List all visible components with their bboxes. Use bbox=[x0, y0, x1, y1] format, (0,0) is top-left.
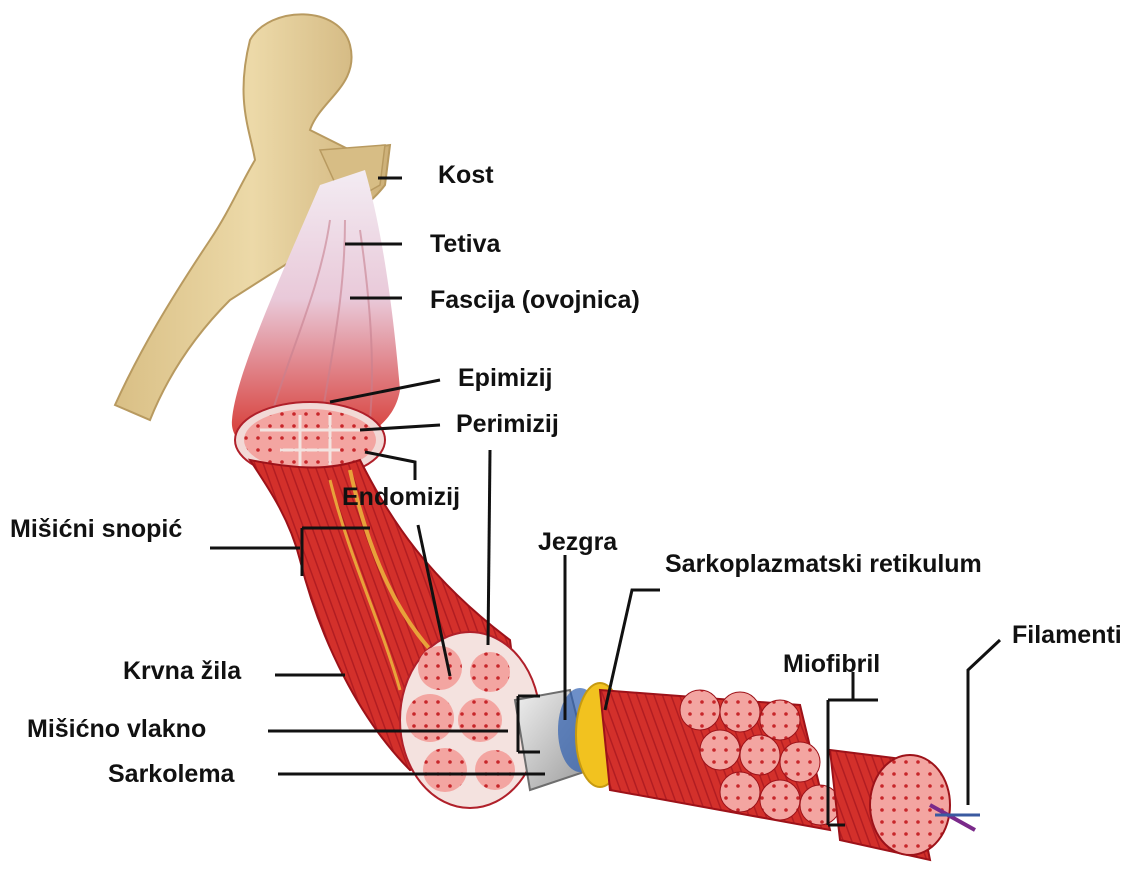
label-vlakno: Mišićno vlakno bbox=[27, 717, 206, 742]
label-perimizij: Perimizij bbox=[456, 412, 559, 437]
label-endomizij: Endomizij bbox=[342, 485, 460, 510]
label-sarkoplazmatski: Sarkoplazmatski retikulum bbox=[665, 552, 982, 577]
label-miofibril: Miofibril bbox=[783, 652, 880, 677]
label-fascija: Fascija (ovojnica) bbox=[430, 288, 640, 313]
label-sarkolema: Sarkolema bbox=[108, 762, 234, 787]
label-krvna: Krvna žila bbox=[123, 659, 241, 684]
label-tetiva: Tetiva bbox=[430, 232, 500, 257]
label-epimizij: Epimizij bbox=[458, 366, 552, 391]
single-myofibril bbox=[830, 750, 980, 860]
myofibril-bundle bbox=[600, 690, 840, 830]
label-snopic: Mišićni snopić bbox=[10, 517, 182, 542]
label-kost: Kost bbox=[438, 163, 494, 188]
label-filamenti: Filamenti bbox=[1012, 623, 1122, 648]
label-jezgra: Jezgra bbox=[538, 530, 617, 555]
